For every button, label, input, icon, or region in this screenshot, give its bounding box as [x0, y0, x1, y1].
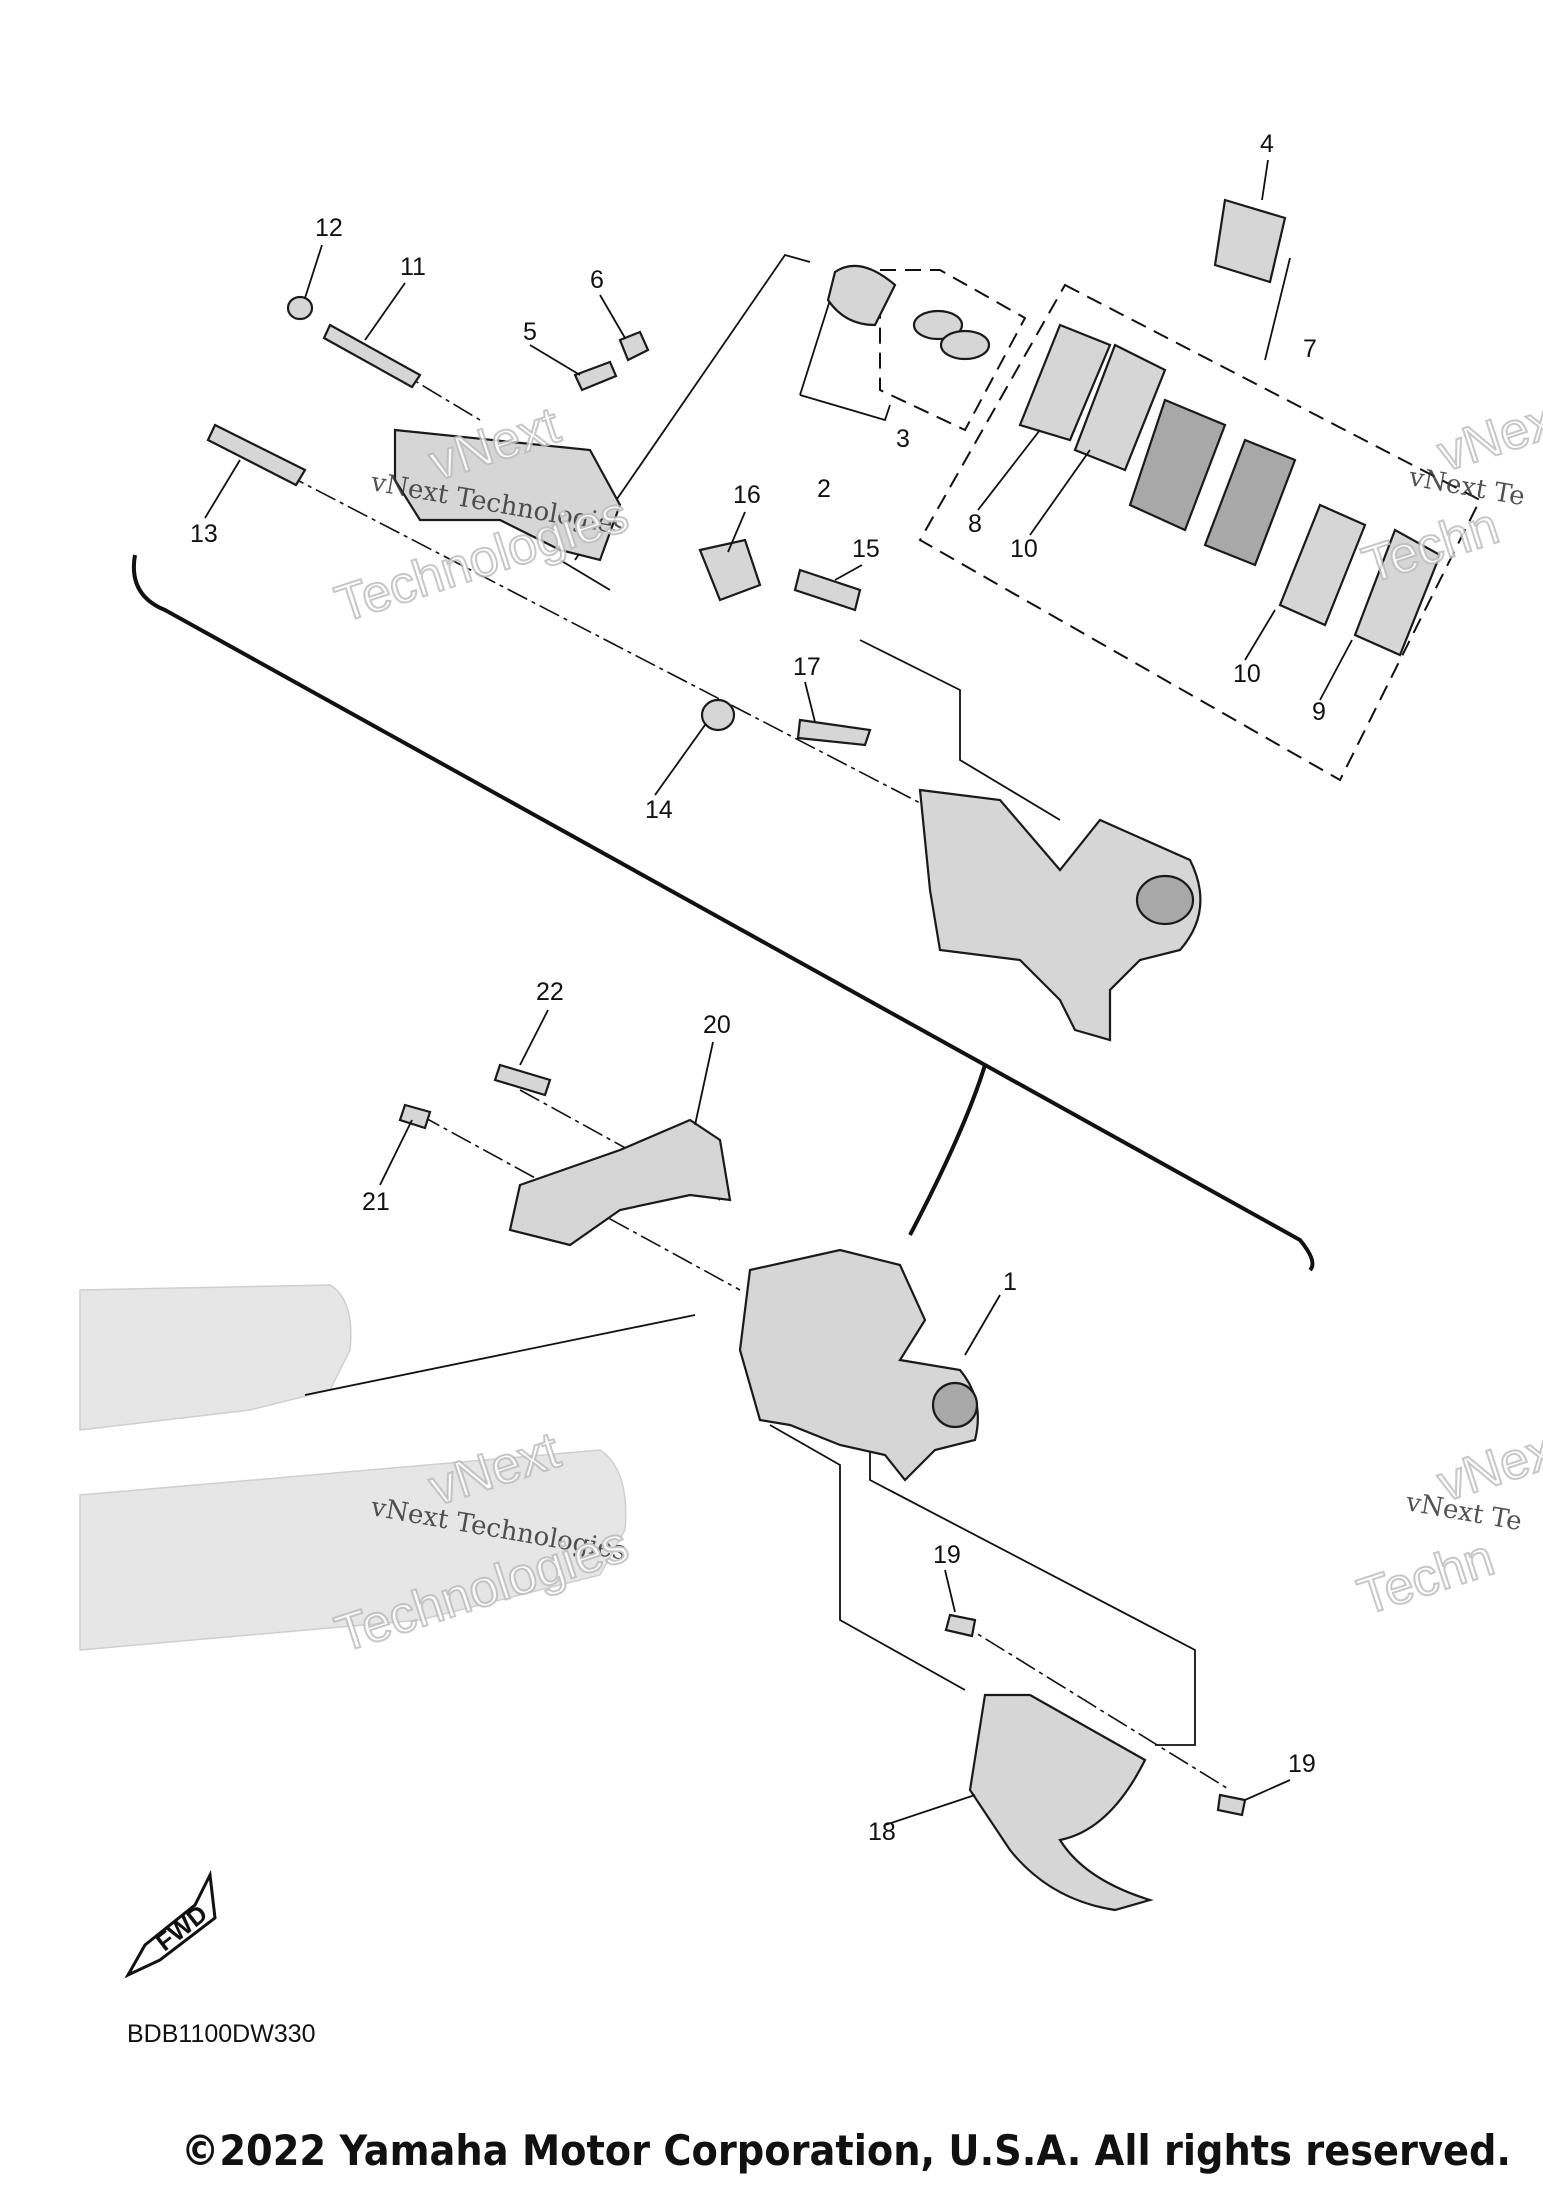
callout-8: 8: [968, 510, 982, 538]
callout-16: 16: [733, 481, 761, 509]
callout-14: 14: [645, 796, 673, 824]
svg-text:vNext: vNext: [1431, 387, 1543, 483]
pad-kit-group: [918, 283, 1482, 782]
fwd-arrow-icon: FWD: [124, 1869, 217, 1979]
callout-labels: 1 2 3 4 5 6 7 8 9 10 10 11 12 13 14 15 1…: [190, 130, 1326, 1846]
copyright-notice: ©2022 Yamaha Motor Corporation, U.S.A. A…: [181, 2126, 1511, 2175]
callout-5: 5: [523, 318, 537, 346]
seal-kit-group: [879, 269, 1027, 432]
callout-3: 3: [896, 425, 910, 453]
callout-13: 13: [190, 520, 218, 548]
assembly-brace: [131, 554, 1315, 1272]
callout-17: 17: [793, 653, 821, 681]
svg-text:Techn: Techn: [1351, 1529, 1501, 1627]
callout-22: 22: [536, 978, 564, 1006]
callout-2: 2: [817, 475, 831, 503]
callout-7: 7: [1303, 335, 1317, 363]
callout-10a: 10: [1010, 535, 1038, 563]
callout-20: 20: [703, 1011, 731, 1039]
watermarks: vNext vNext Technologies Technologies vN…: [328, 386, 1543, 1665]
callout-19b: 19: [1288, 1750, 1316, 1778]
callout-11: 11: [400, 253, 426, 281]
callout-10b: 10: [1233, 660, 1261, 688]
callout-4: 4: [1260, 130, 1274, 158]
caliper-parts: [206, 198, 1442, 1912]
callout-9: 9: [1312, 698, 1326, 726]
callout-6: 6: [590, 266, 604, 294]
callout-leaders: [204, 159, 1353, 1826]
callout-1: 1: [1003, 1268, 1017, 1296]
swingarm: [79, 1284, 627, 1651]
callout-19a: 19: [933, 1541, 961, 1569]
callout-12: 12: [315, 214, 343, 242]
drawing-code: BDB1100DW330: [127, 2020, 316, 2048]
callout-21: 21: [362, 1188, 390, 1216]
callout-15: 15: [852, 535, 880, 563]
svg-text:vNext: vNext: [1431, 1417, 1543, 1513]
